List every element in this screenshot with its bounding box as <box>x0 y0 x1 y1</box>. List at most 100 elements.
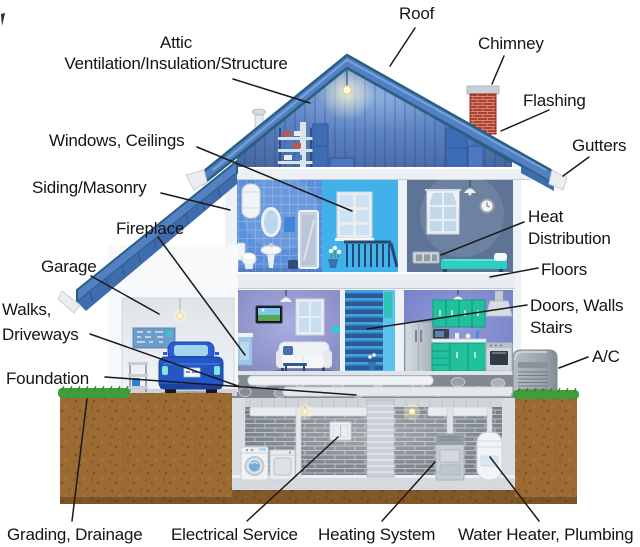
label-heat-distribution: Heat Distribution <box>528 207 611 248</box>
leader-heating-system <box>381 461 436 522</box>
plant-icon <box>368 353 376 370</box>
counter-items <box>455 331 479 339</box>
soil-right <box>515 394 577 504</box>
leader-water-heater-plumbing <box>489 456 540 522</box>
plant-icon <box>328 245 342 268</box>
stray-mark <box>1 13 5 26</box>
roof <box>185 53 568 191</box>
washer-icon <box>240 446 269 481</box>
stair-railing-icon <box>344 240 399 268</box>
newel-post <box>384 292 392 318</box>
upper-cabinets <box>432 299 486 328</box>
toilet-icon <box>236 242 257 269</box>
car-icon <box>157 341 225 397</box>
shower-icon <box>298 210 319 269</box>
leader-floors <box>489 267 539 278</box>
bed-icon <box>441 253 507 273</box>
bedroom <box>407 173 513 273</box>
bedroom-window <box>425 189 461 235</box>
pegboard-icon <box>132 327 176 349</box>
attic-lightbulb-icon <box>342 85 352 95</box>
stair-wall-right <box>395 290 404 375</box>
lower-cabinets <box>431 342 487 372</box>
garage-lightbulb-icon <box>173 298 187 323</box>
leader-flashing <box>500 109 550 132</box>
hvac-duct <box>249 406 379 417</box>
basement-lightbulb-icon <box>297 404 420 420</box>
leader-roof <box>389 27 416 67</box>
hall-window <box>335 191 374 241</box>
second-floor-slab <box>230 272 515 290</box>
leader-heat-distribution <box>440 221 525 256</box>
dryer-icon <box>269 449 296 481</box>
attic-shelf <box>278 128 313 168</box>
electrical-panel-icon <box>329 421 352 441</box>
garage-roof <box>57 160 238 314</box>
sill-beam <box>247 375 434 386</box>
leader-grading-drainage <box>71 398 88 522</box>
furnace-icon <box>435 408 465 481</box>
label-water-heater-plumbing: Water Heater, Plumbing <box>458 525 634 544</box>
living-window <box>295 298 325 336</box>
label-heating-system: Heating System <box>318 525 436 544</box>
attic-pipe <box>300 122 306 168</box>
hallway <box>322 180 399 272</box>
label-walks-driveways: Walks, Driveways <box>2 300 79 344</box>
leader-foundation <box>104 376 357 396</box>
work-stand-icon <box>128 362 148 392</box>
garage-roof-soffit <box>77 173 237 311</box>
garage-gutter-icon <box>57 290 81 314</box>
label-electrical-service: Electrical Service <box>171 525 298 544</box>
gutter-right-icon <box>548 169 568 191</box>
label-fireplace: Fireplace <box>116 219 185 238</box>
leader-fireplace <box>157 236 246 356</box>
tv-icon <box>255 305 283 324</box>
hvac-duct <box>427 406 493 417</box>
stairs <box>345 293 383 370</box>
label-foundation: Foundation <box>6 369 90 388</box>
ground <box>58 385 579 504</box>
mirror-icon <box>261 207 281 237</box>
refrigerator-icon <box>404 321 433 373</box>
gutter-left-icon <box>185 169 208 191</box>
support-column <box>366 399 395 478</box>
pendant-lamp-icon <box>464 180 476 196</box>
sill-beam <box>282 386 519 397</box>
label-siding-masonry: Siding/Masonry <box>32 178 147 197</box>
countertop <box>431 338 487 344</box>
stairwell <box>345 290 395 375</box>
leader-doors-walls-stairs <box>366 304 528 330</box>
leader-gutters <box>562 156 590 177</box>
soil-left <box>60 393 232 504</box>
coffee-table-icon <box>283 363 307 371</box>
heat-register-icon <box>412 251 440 264</box>
foundation <box>224 375 521 400</box>
living-room <box>236 290 343 375</box>
towel-icon <box>284 217 295 232</box>
water-heater-icon <box>476 407 503 481</box>
label-windows-ceilings: Windows, Ceilings <box>49 131 185 150</box>
leader-siding-masonry <box>160 192 231 211</box>
leader-attic <box>232 78 311 104</box>
bathroom <box>236 174 322 272</box>
drain-pipe <box>295 406 302 478</box>
stove-icon <box>485 342 513 372</box>
leader-ac <box>558 356 589 369</box>
sink-icon <box>260 243 282 268</box>
leader-garage <box>90 275 160 315</box>
roof-soffit-right <box>521 166 554 191</box>
garage-floor <box>120 389 237 396</box>
label-flashing: Flashing <box>523 91 586 110</box>
label-attic: Attic Ventilation/Insulation/Structure <box>64 33 288 73</box>
pendant-lamp-icon <box>280 290 292 302</box>
leader-walks-driveways <box>89 333 239 387</box>
soil-under-basement <box>232 490 515 504</box>
basement-wall-right <box>502 398 515 490</box>
right-wall <box>512 150 521 375</box>
kitchen <box>404 290 513 375</box>
leader-windows-ceilings <box>196 146 353 212</box>
basement <box>232 398 515 490</box>
attic-floor <box>221 168 531 180</box>
